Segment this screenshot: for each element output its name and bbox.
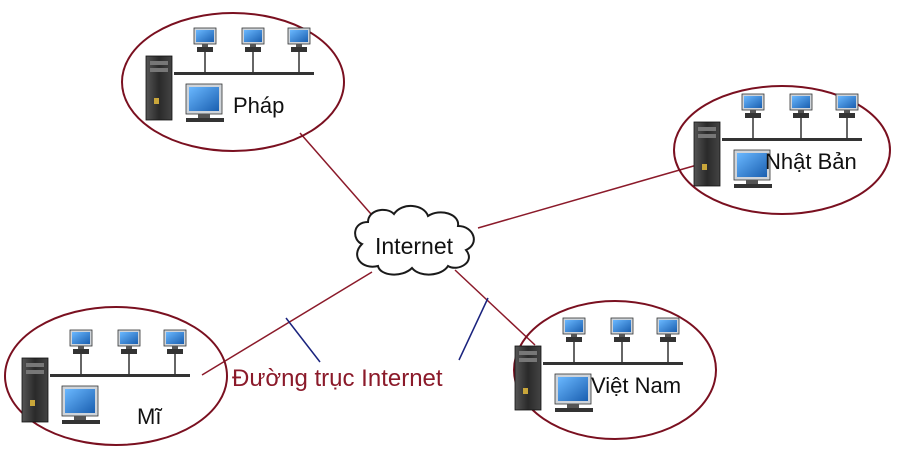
link-vietnam: [454, 269, 536, 346]
internet-cloud: Internet: [354, 205, 475, 276]
site-vietnam: Việt Nam: [513, 300, 717, 440]
site-label: Pháp: [233, 93, 284, 118]
site-label: Mĩ: [137, 404, 162, 429]
site-japan: Nhật Bản: [673, 85, 891, 215]
site-boundary: [513, 300, 717, 440]
site-usa: Mĩ: [4, 306, 228, 446]
site-boundary: [673, 85, 891, 215]
site-boundary: [4, 306, 228, 446]
backbone-pointer-left: [285, 317, 321, 363]
backbone-label: Đường trục Internet: [232, 365, 443, 392]
site-label: Việt Nam: [591, 373, 681, 398]
link-france: [299, 132, 379, 223]
lan-icon: [22, 330, 190, 424]
backbone-pointers: [285, 297, 489, 363]
site-boundary: [121, 12, 345, 152]
site-france: Pháp: [121, 12, 345, 152]
internet-label: Internet: [375, 233, 454, 259]
link-japan: [477, 164, 698, 229]
lan-icon: [146, 28, 314, 122]
links: [201, 132, 698, 376]
link-usa: [201, 271, 373, 376]
site-label: Nhật Bản: [765, 149, 857, 174]
backbone-pointer-right: [458, 297, 489, 361]
